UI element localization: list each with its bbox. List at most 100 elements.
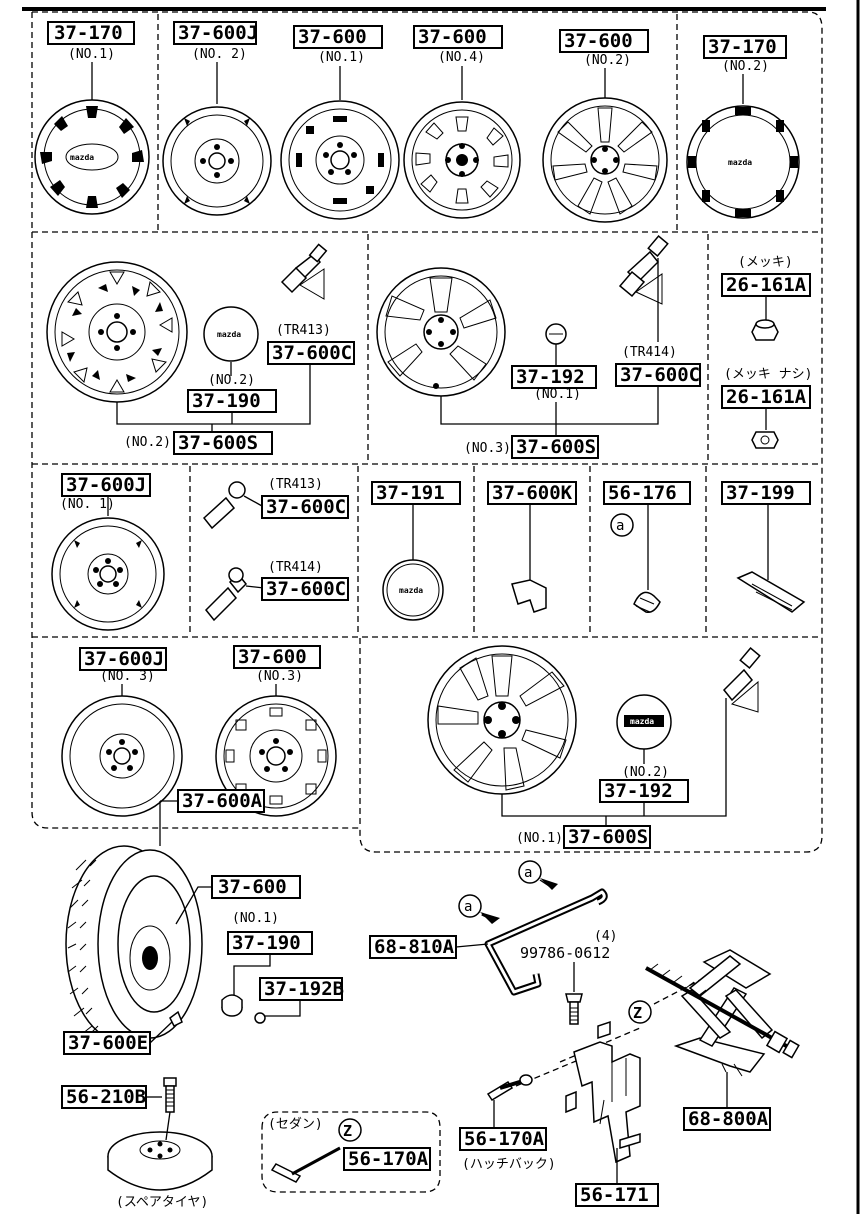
part-number: 37-600E <box>68 1032 148 1054</box>
tire-assembly: 37-600A 37-600 (NO.1) 37-190 37-192B 37-… <box>63 789 344 1055</box>
part-number: 26-161A <box>726 386 807 408</box>
part-number: 37-600J <box>178 22 258 44</box>
variant-label: (NO. 1) <box>60 497 115 512</box>
valve-stem-tr414 <box>618 234 669 305</box>
variant-label: (NO.4) <box>438 50 485 65</box>
spare-tire-bolt: 56-210B (スペアタイヤ) <box>61 1077 213 1210</box>
steel-wheel-37-600j-no1: 37-600J (NO. 1) <box>51 473 165 631</box>
part-number: 37-600S <box>178 432 258 454</box>
part-number: 56-170A <box>348 1148 429 1170</box>
variant-label: (NO.1) <box>516 831 563 846</box>
part-number: 37-600 <box>218 876 287 898</box>
plating-note: (メッキ) <box>738 255 793 270</box>
part-number: 37-199 <box>726 482 795 504</box>
wheel-nuts-26-161a: (メッキ) 26-161A (メッキ ナシ) 26-161A <box>721 255 812 449</box>
part-number: 37-600C <box>266 578 346 600</box>
steel-wheel-37-600j-no2: 37-600J (NO. 2) <box>162 21 272 216</box>
part-number: 37-192 <box>516 366 585 388</box>
part-number: 37-170 <box>708 36 777 58</box>
variant-label: (NO.1) <box>232 911 279 926</box>
brand-logo: mazda <box>70 153 94 162</box>
variant-label: (NO.2) <box>584 53 631 68</box>
steel-wheel-37-600-no3: 37-600 (NO.3) <box>215 645 337 817</box>
jack-bracket: 56-171 <box>515 1020 659 1207</box>
part-number: 37-600S <box>516 436 596 458</box>
plating-note: (メッキ ナシ) <box>724 367 812 382</box>
valve-type: (TR413) <box>268 477 323 492</box>
valve-type: (TR414) <box>268 560 323 575</box>
part-number: 37-192B <box>264 978 344 1000</box>
hatchback-note: (ハッチバック) <box>462 1157 556 1172</box>
alloy-wheel-37-600s-no1: mazda (NO.2) 37-192 (NO.1) 37-600S <box>427 645 761 849</box>
ref-marker: a <box>524 865 532 881</box>
panel-borders <box>31 11 823 1193</box>
part-56-176: 56-176 a <box>603 481 691 614</box>
variant-label: (NO.1) <box>534 387 581 402</box>
part-37-199: 37-199 <box>721 481 811 613</box>
variant-label: (NO. 2) <box>192 47 247 62</box>
variant-label: (NO.2) <box>622 765 669 780</box>
part-number: 37-600S <box>568 826 648 848</box>
part-number: 37-600 <box>564 30 633 52</box>
part-number: 37-600C <box>620 364 700 386</box>
ref-marker: Z <box>343 1122 352 1140</box>
part-number: 56-171 <box>580 1184 649 1206</box>
sedan-note: (セダン) <box>268 1117 323 1132</box>
variant-label: (NO.1) <box>318 50 365 65</box>
part-number: 37-191 <box>376 482 445 504</box>
hubcap-no2: 37-170 (NO.2) mazda <box>686 35 800 219</box>
part-number: 37-600A <box>182 790 263 812</box>
sedan-tie-bolt: (セダン) Z 56-170A <box>268 1117 431 1183</box>
brand-logo: mazda <box>728 158 752 167</box>
part-number: 37-190 <box>232 932 301 954</box>
valve-type: (TR413) <box>276 323 331 338</box>
part-number: 37-190 <box>192 390 261 412</box>
part-number: 37-600 <box>418 26 487 48</box>
variant-label: (NO.3) <box>256 669 303 684</box>
part-number: 37-600J <box>66 474 146 496</box>
brand-logo: mazda <box>399 586 423 595</box>
valve-type: (TR414) <box>622 345 677 360</box>
part-number: 26-161A <box>726 274 807 296</box>
part-number: 56-176 <box>608 482 677 504</box>
part-number: 37-192 <box>604 780 673 802</box>
valve-stem-tr413 <box>280 243 328 300</box>
page-frame <box>22 0 864 1214</box>
quantity: (4) <box>594 929 617 944</box>
variant-label: (NO.2) <box>722 59 769 74</box>
spare-note: (スペアタイヤ) <box>116 1195 208 1210</box>
part-number: 56-170A <box>464 1128 545 1150</box>
part-number: 37-600C <box>266 496 346 518</box>
ref-marker: a <box>464 899 472 915</box>
scissor-jack: Z 68-800A <box>628 949 800 1131</box>
steel-wheel-37-600-no4: 37-600 (NO.4) <box>403 25 521 219</box>
center-cap-37-191: 37-191 mazda <box>371 481 461 621</box>
part-number: 37-170 <box>54 22 123 44</box>
clip-37-600k: 37-600K <box>487 481 577 613</box>
variant-label: (NO. 3) <box>100 669 155 684</box>
alloy-wheel-37-600s-no3: (TR414) 37-192 37-600C (NO.1) (NO.3) 37-… <box>376 234 701 459</box>
valve-stem <box>722 646 761 713</box>
bolt-99786-0612: (4) 99786-0612 <box>520 929 617 1025</box>
part-number: 37-600J <box>84 648 164 670</box>
part-number: 68-800A <box>688 1108 769 1130</box>
steel-wheel-37-600j-no3: 37-600J (NO. 3) <box>61 647 183 817</box>
jack-handle: a a 68-810A <box>369 860 608 996</box>
hatchback-tie-bolt: 56-170A (ハッチバック) <box>459 1074 556 1172</box>
brand-logo: mazda <box>630 717 654 726</box>
ref-marker: Z <box>633 1004 642 1022</box>
variant-label: (NO.2) <box>124 435 171 450</box>
variant-label: (NO.3) <box>464 441 511 456</box>
steel-wheel-37-600-no1: 37-600 (NO.1) <box>280 25 400 220</box>
part-number: 37-600 <box>298 26 367 48</box>
part-number: 37-600K <box>492 482 573 504</box>
part-number: 68-810A <box>374 936 455 958</box>
part-number: 99786-0612 <box>520 944 610 962</box>
flower-wheel-37-600s-no2: mazda (TR413) 37-600C (NO.2) 37-190 (NO.… <box>46 243 355 455</box>
variant-label: (NO.1) <box>68 47 115 62</box>
variant-label: (NO.2) <box>208 373 255 388</box>
part-number: 56-210B <box>66 1086 146 1108</box>
valve-stems-37-600c: (TR413) 37-600C (TR414) 37-600C <box>202 477 349 622</box>
brand-logo: mazda <box>217 330 241 339</box>
